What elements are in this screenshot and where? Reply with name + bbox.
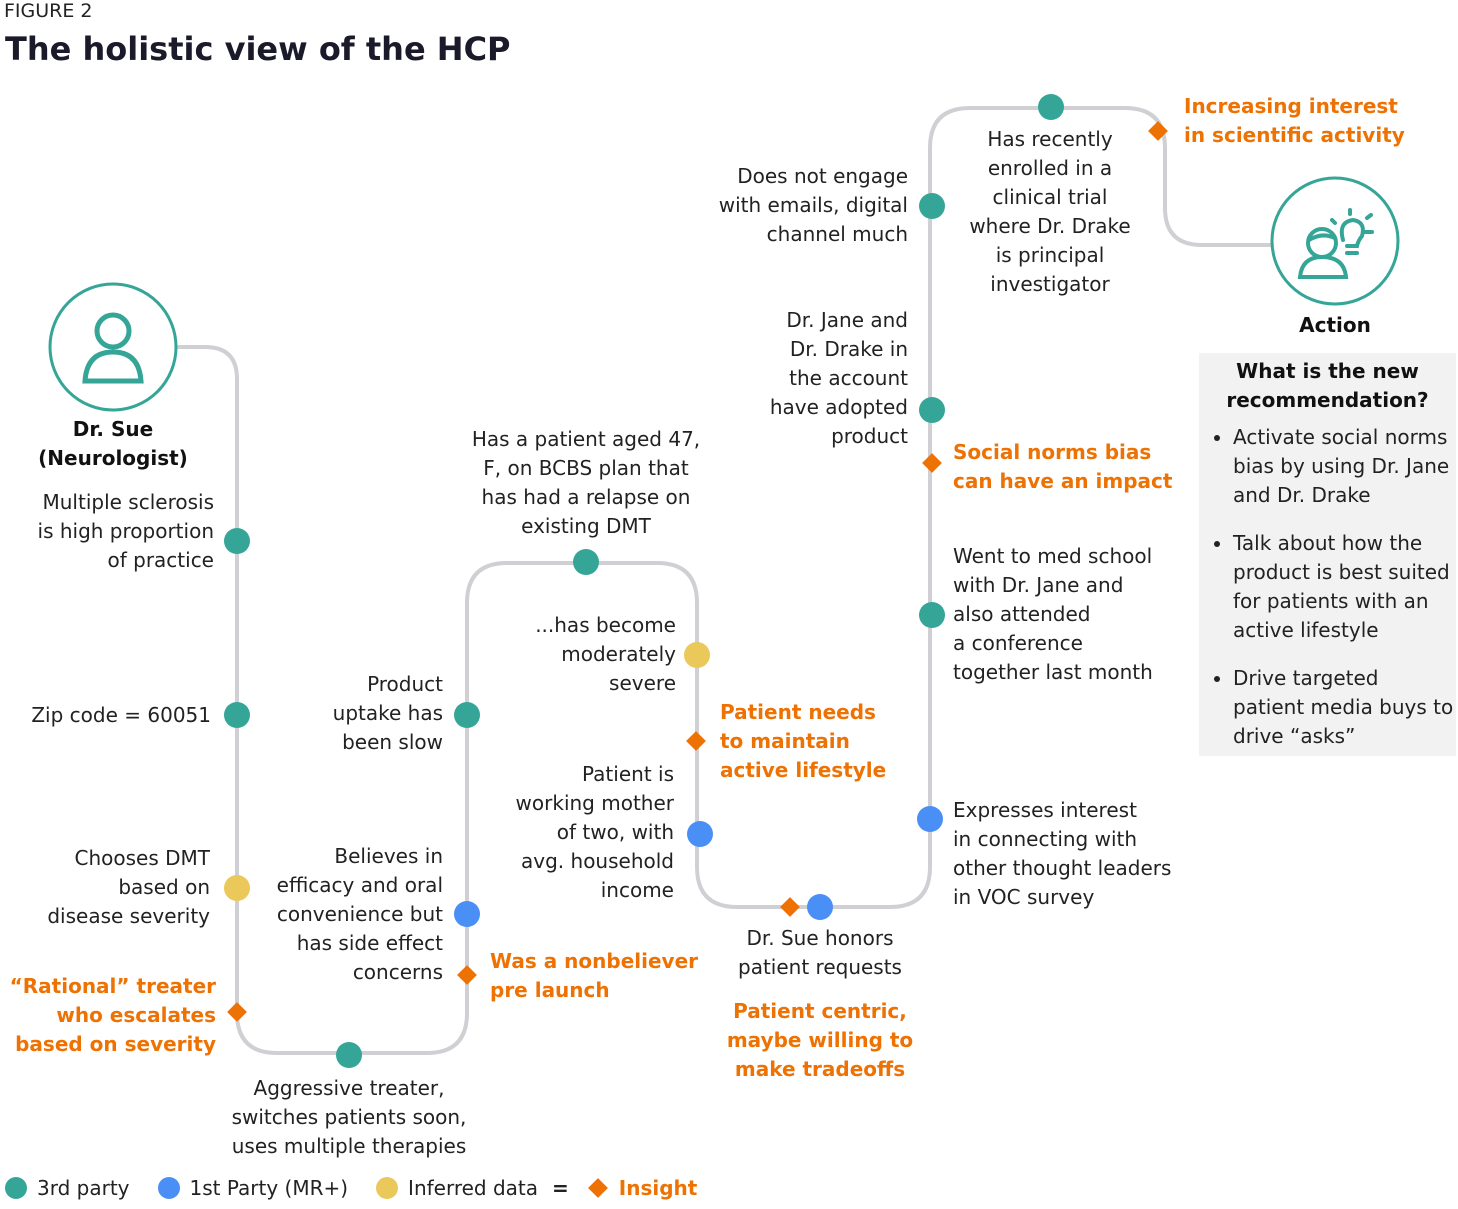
dot-uptake: [454, 702, 480, 728]
dot-zip: [224, 702, 250, 728]
dot-dmt: [224, 875, 250, 901]
recommendation-box: What is the new recommendation? Activate…: [1199, 353, 1456, 756]
recommendation-list: Activate social norms bias by using Dr. …: [1199, 423, 1456, 751]
recommendation-item: Drive targeted patient media buys to dri…: [1233, 664, 1456, 751]
teal-dot-icon: [5, 1177, 27, 1199]
dot-adopted: [919, 397, 945, 423]
node-zip: Zip code = 60051: [31, 703, 211, 727]
diamond-scientific: [1148, 121, 1168, 141]
diamond-centric: [780, 897, 800, 917]
node-ms: Multiple sclerosis is high proportion of…: [37, 490, 214, 572]
insight-diamonds: [227, 121, 1168, 1022]
legend-label: Insight: [618, 1176, 698, 1200]
dot-voc: [917, 806, 943, 832]
insight-scientific: Increasing interest in scientific activi…: [1184, 94, 1405, 147]
dot-trial: [1038, 94, 1064, 120]
legend-equals: =: [552, 1176, 569, 1200]
recommendation-heading: What is the new recommendation?: [1226, 359, 1429, 412]
legend-third-party: 3rd party: [5, 1176, 130, 1200]
legend: 3rd party 1st Party (MR+) Inferred data …: [5, 1176, 725, 1200]
node-trial: Has recently enrolled in a clinical tria…: [969, 127, 1131, 296]
action-label: Action: [1299, 313, 1371, 337]
dot-severe: [684, 642, 710, 668]
dot-emails: [919, 193, 945, 219]
diamond-social: [922, 453, 942, 473]
node-adopted: Dr. Jane and Dr. Drake in the account ha…: [769, 308, 908, 448]
diamond-icon: [587, 1178, 608, 1198]
diamond-rational: [227, 1002, 247, 1022]
recommendation-item: Talk about how the product is best suite…: [1233, 529, 1456, 645]
diamond-nonbeliever: [457, 965, 477, 985]
recommendation-item: Activate social norms bias by using Dr. …: [1233, 423, 1456, 510]
blue-dot-icon: [157, 1177, 180, 1199]
page-title: The holistic view of the HCP: [5, 30, 511, 68]
insight-lifestyle: Patient needs to maintain active lifesty…: [720, 700, 887, 782]
inferred-dots: [224, 642, 710, 901]
node-patient47: Has a patient aged 47, F, on BCBS plan t…: [471, 427, 701, 538]
insight-social: Social norms bias can have an impact: [953, 440, 1173, 493]
legend-insight: Insight: [587, 1176, 698, 1200]
node-honors: Dr. Sue honors patient requests: [738, 926, 902, 979]
legend-first-party: 1st Party (MR+): [157, 1176, 349, 1200]
first-party-dots: [454, 806, 943, 927]
person-icon: [82, 312, 144, 384]
node-aggressive: Aggressive treater, switches patients so…: [231, 1076, 467, 1158]
legend-label: 1st Party (MR+): [189, 1176, 349, 1200]
figure-label: FIGURE 2: [4, 0, 93, 22]
insight-nonbeliever: Was a nonbeliever pre launch: [490, 949, 699, 1002]
start-node: [48, 282, 178, 412]
node-severe: ...has become moderately severe: [535, 613, 676, 695]
dot-honors: [807, 894, 833, 920]
node-uptake: Product uptake has been slow: [332, 672, 443, 754]
node-dmt: Chooses DMT based on disease severity: [47, 846, 210, 928]
journey-path: [176, 106, 1272, 1055]
yellow-dot-icon: [376, 1177, 399, 1199]
dot-medschool: [919, 602, 945, 628]
diamond-lifestyle: [686, 731, 706, 751]
node-mother: Patient is working mother of two, with a…: [515, 762, 674, 902]
dot-believes: [454, 901, 480, 927]
dot-patient47: [573, 549, 599, 575]
person-lightbulb-icon: [1297, 208, 1374, 279]
node-voc: Expresses interest in connecting with ot…: [953, 798, 1172, 909]
legend-inferred: Inferred data: [376, 1176, 538, 1200]
legend-label: 3rd party: [37, 1176, 130, 1200]
insight-rational: “Rational” treater who escalates based o…: [9, 974, 216, 1056]
start-label: Dr. Sue (Neurologist): [38, 417, 188, 470]
third-party-dots: [224, 94, 1064, 1068]
dot-ms: [224, 528, 250, 554]
legend-label: Inferred data: [408, 1176, 539, 1200]
dot-mother: [687, 821, 713, 847]
node-believes: Believes in efficacy and oral convenienc…: [276, 844, 443, 984]
node-emails: Does not engage with emails, digital cha…: [718, 164, 908, 246]
node-medschool: Went to med school with Dr. Jane and als…: [953, 544, 1153, 684]
action-node: [1270, 176, 1400, 306]
insight-centric: Patient centric, maybe willing to make t…: [726, 999, 914, 1081]
dot-aggressive: [336, 1042, 362, 1068]
